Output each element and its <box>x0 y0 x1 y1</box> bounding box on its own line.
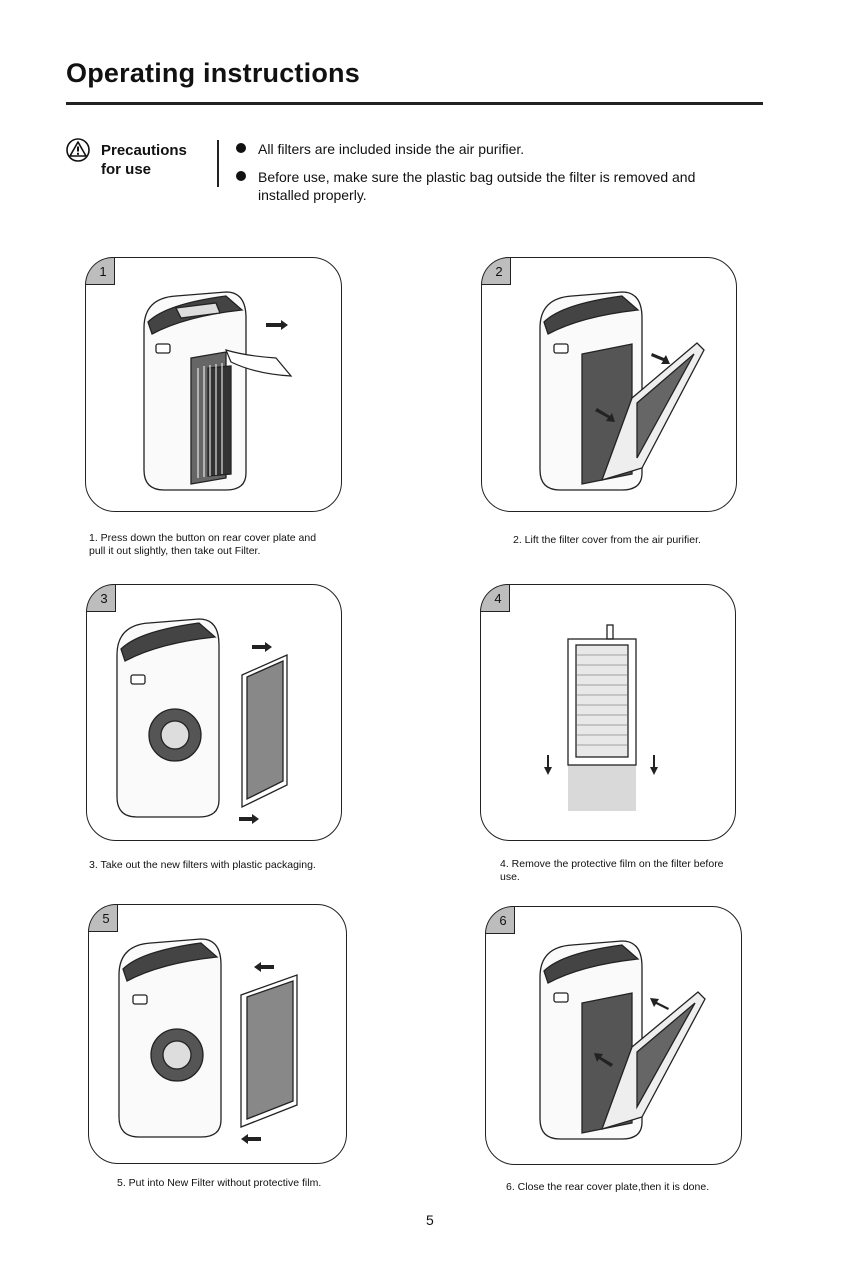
step-panel-4: 4 <box>480 584 736 841</box>
step-caption-5: 5. Put into New Filter without protectiv… <box>117 1177 322 1189</box>
bullet-dot-icon <box>236 143 246 153</box>
purifier-insert-filter-illustration <box>118 938 298 1144</box>
title-rule <box>66 102 763 105</box>
step-caption-4: 4. Remove the protective film on the fil… <box>500 858 724 883</box>
purifier-lift-cover-illustration <box>539 291 705 491</box>
page-title: Operating instructions <box>66 58 360 88</box>
bullet-dot-icon <box>236 171 246 181</box>
precaution-item: Before use, make sure the plastic bag ou… <box>236 168 706 204</box>
step-caption-2: 2. Lift the filter cover from the air pu… <box>513 534 701 546</box>
step-panel-5: 5 <box>88 904 347 1164</box>
warning-triangle-icon <box>66 138 90 162</box>
step-caption-6: 6. Close the rear cover plate,then it is… <box>506 1181 710 1193</box>
step-caption-1: 1. Press down the button on rear cover p… <box>89 532 317 557</box>
page-number: 5 <box>426 1212 434 1228</box>
precaution-item: All filters are included inside the air … <box>236 140 706 158</box>
step-panel-2: 2 <box>481 257 737 512</box>
purifier-open-cover-illustration <box>143 291 293 491</box>
step-caption-3: 3. Take out the new filters with plastic… <box>89 859 316 871</box>
purifier-new-filter-illustration <box>116 618 288 824</box>
filter-remove-film-illustration <box>544 624 658 811</box>
precautions-list: All filters are included inside the air … <box>236 140 706 214</box>
step-panel-6: 6 <box>485 906 742 1165</box>
purifier-close-cover-illustration <box>539 940 706 1140</box>
step-panel-3: 3 <box>86 584 342 841</box>
precautions-label: Precautions for use <box>101 142 187 178</box>
step-panel-1: 1 <box>85 257 342 512</box>
precautions-divider <box>217 140 219 187</box>
